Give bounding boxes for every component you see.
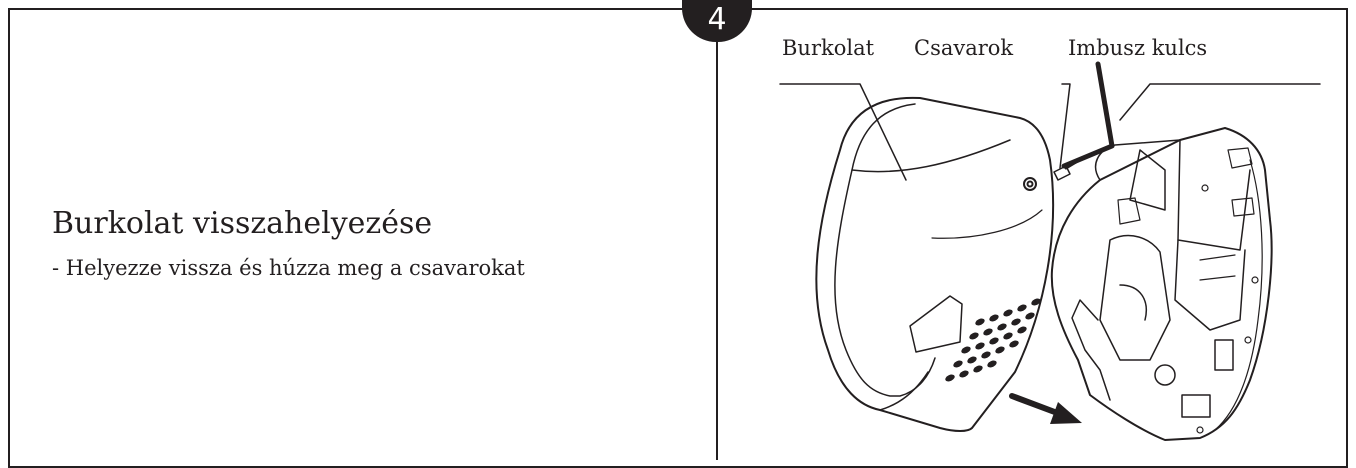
panel-divider <box>716 20 718 460</box>
assembly-illustration <box>779 61 1321 441</box>
instruction-subtitle: - Helyezze vissza és húzza meg a csavaro… <box>52 256 525 280</box>
back-unit <box>1050 127 1273 441</box>
direction-arrow <box>1009 393 1082 424</box>
instruction-title: Burkolat visszahelyezése <box>52 206 433 241</box>
label-cover: Burkolat <box>782 36 875 60</box>
label-screws: Csavarok <box>914 36 1014 60</box>
drain-holes <box>945 298 1041 382</box>
step-number: 4 <box>707 2 727 37</box>
label-hex-key: Imbusz kulcs <box>1068 36 1208 60</box>
leader-lines <box>779 83 1321 181</box>
cover-shell <box>815 96 1055 432</box>
